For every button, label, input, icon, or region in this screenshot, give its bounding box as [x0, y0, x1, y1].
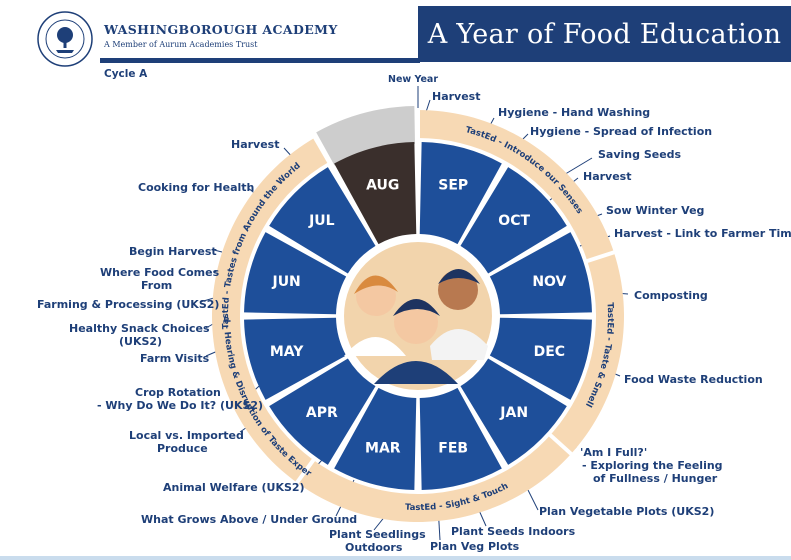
- label-hygiene-hand: Hygiene - Hand Washing: [498, 106, 651, 119]
- month-label-apr: APR: [306, 405, 338, 421]
- month-label-jan: JAN: [499, 405, 528, 421]
- theme-divider: [584, 249, 617, 264]
- label-where-food-2: From: [141, 279, 173, 292]
- label-am-i-full-3: of Fullness / Hunger: [593, 472, 718, 485]
- month-sector-oct: [460, 167, 567, 274]
- label-plan-veg-uks2: Plan Vegetable Plots (UKS2): [539, 505, 715, 518]
- label-farm-visits: Farm Visits: [140, 352, 210, 365]
- label-crop-rotation-2: - Why Do We Do It? (UKS2): [97, 399, 264, 412]
- label-sow-winter: Sow Winter Veg: [606, 204, 705, 217]
- leader-line: [199, 297, 215, 303]
- school-crest-logo: [37, 11, 93, 67]
- label-am-i-full-1: 'Am I Full?': [580, 446, 648, 459]
- month-label-sep: SEP: [438, 178, 468, 194]
- wheel-center: [344, 242, 492, 390]
- month-label-aug: AUG: [366, 178, 399, 194]
- month-sector-feb: [419, 387, 502, 490]
- label-harvest-oct: Harvest: [583, 170, 632, 183]
- month-sector-jan: [460, 358, 567, 465]
- leader-line: [561, 157, 593, 177]
- label-crop-rotation-1: Crop Rotation: [135, 386, 221, 399]
- month-sector-jul: [269, 167, 376, 274]
- month-sector-may: [244, 317, 347, 400]
- bottom-strip: [0, 556, 791, 560]
- cycle-label: Cycle A: [104, 68, 148, 80]
- title-rule: [100, 58, 420, 63]
- month-label-feb: FEB: [438, 440, 468, 456]
- person-boy-right-body: [430, 329, 488, 360]
- label-where-food-1: Where Food Comes: [100, 266, 220, 279]
- month-sector-dec: [489, 317, 592, 400]
- theme-ring: [212, 106, 625, 522]
- person-boy-center-face: [394, 300, 438, 344]
- month-label-jul: JUL: [308, 213, 335, 229]
- label-harvest-farmer: Harvest - Link to Farmer Time: [614, 227, 791, 240]
- month-sector-jun: [244, 232, 347, 315]
- month-sector-apr: [269, 358, 376, 465]
- month-sector-sep: [419, 142, 502, 245]
- label-begin-harvest: Begin Harvest: [129, 245, 217, 258]
- label-farming-processing: Farming & Processing (UKS2): [37, 298, 220, 311]
- label-hygiene-spread: Hygiene - Spread of Infection: [530, 125, 713, 138]
- label-local-imported-2: Produce: [157, 442, 208, 455]
- label-composting: Composting: [634, 289, 708, 302]
- school-name: WASHINGBOROUGH ACADEMY: [104, 22, 338, 37]
- label-harvest-jul: Harvest: [231, 138, 280, 151]
- person-girl-body: [344, 337, 406, 356]
- label-am-i-full-2: - Exploring the Feeling: [582, 459, 723, 472]
- page-title: A Year of Food Education: [418, 6, 791, 62]
- label-plant-seeds-indoors: Plant Seeds Indoors: [451, 525, 576, 538]
- label-animal-welfare: Animal Welfare (UKS2): [163, 481, 305, 494]
- theme-divider: [547, 432, 574, 457]
- month-sector-mar: [334, 387, 417, 490]
- new-year-label: New Year: [388, 74, 439, 85]
- aug-gap: [316, 106, 415, 166]
- label-cooking-health: Cooking for Health: [138, 181, 255, 194]
- person-boy-center-hair: [393, 299, 440, 316]
- label-healthy-snack-2: (UKS2): [119, 335, 163, 348]
- label-what-grows: What Grows Above / Under Ground: [141, 513, 358, 526]
- label-saving-seeds: Saving Seeds: [598, 148, 682, 161]
- label-food-waste: Food Waste Reduction: [624, 373, 763, 386]
- label-harvest-sep: Harvest: [432, 90, 481, 103]
- month-label-nov: NOV: [532, 274, 566, 290]
- label-plant-seedlings-1: Plant Seedlings: [329, 528, 426, 541]
- month-label-oct: OCT: [498, 213, 530, 229]
- person-boy-center-body: [374, 361, 458, 384]
- month-label-may: MAY: [270, 344, 304, 360]
- month-label-jun: JUN: [271, 274, 300, 290]
- label-healthy-snack-1: Healthy Snack Choices: [69, 322, 210, 335]
- person-boy-right-hair: [438, 269, 480, 284]
- leader-line: [213, 249, 223, 253]
- label-local-imported-1: Local vs. Imported: [129, 429, 244, 442]
- label-plant-seedlings-2: Outdoors: [345, 541, 403, 554]
- person-boy-right-face: [438, 270, 478, 310]
- month-sector-nov: [489, 232, 592, 315]
- school-subtitle: A Member of Aurum Academies Trust: [104, 40, 258, 49]
- person-girl-hair: [354, 275, 398, 294]
- month-sectors: SEP OCT NOV DEC JAN FEB MAR APR MAY JUN JUL AUG: [244, 142, 592, 490]
- month-label-mar: MAR: [365, 440, 401, 456]
- label-plan-veg-plots: Plan Veg Plots: [430, 540, 520, 553]
- month-label-dec: DEC: [534, 344, 565, 360]
- month-sector-aug: [334, 142, 417, 245]
- header: WASHINGBOROUGH ACADEMY A Member of Aurum…: [0, 0, 791, 80]
- theme-divider: [294, 457, 317, 486]
- theme-divider: [312, 134, 332, 165]
